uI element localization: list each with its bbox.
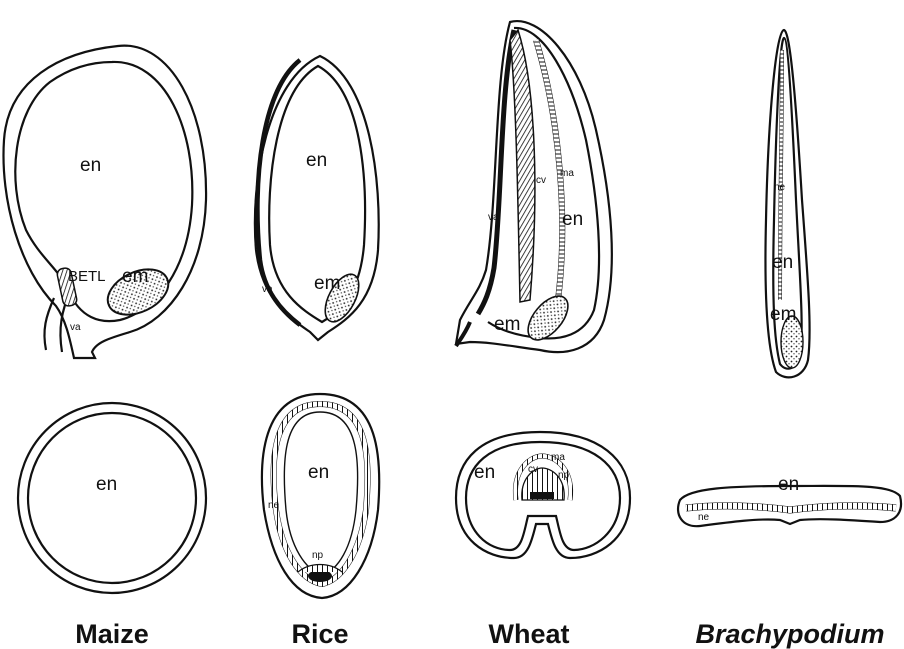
rice-cross-np-label: np	[312, 550, 324, 561]
wheat-cross-section: en cv ma np	[456, 432, 630, 558]
wheat-cv-label: cv	[536, 175, 546, 186]
rice-long-en-label: en	[306, 150, 327, 171]
brachy-em-label: em	[770, 304, 796, 325]
brachypodium-longitudinal-section: ne en em	[765, 30, 809, 377]
rice-longitudinal-section: en em va	[255, 56, 379, 340]
brachy-cross-en-label: en	[778, 474, 799, 495]
species-title-wheat: Wheat	[489, 619, 570, 649]
species-title-maize: Maize	[75, 619, 149, 649]
brachy-ne-label: ne	[774, 182, 786, 193]
wheat-cross-cv-label: cv	[528, 464, 538, 475]
wheat-longitudinal-section: cv ma en va em	[456, 21, 612, 352]
wheat-long-en-label: en	[562, 209, 583, 230]
maize-longitudinal-section: en BETL em va	[3, 46, 206, 358]
rice-cross-section: en ne np	[262, 394, 379, 598]
species-title-brachypodium: Brachypodium	[695, 619, 884, 649]
wheat-cross-en-label: en	[474, 462, 495, 483]
brachypodium-cross-section: en ne	[678, 474, 901, 526]
maize-va-label: va	[70, 322, 81, 333]
wheat-va-label: va	[488, 212, 499, 223]
rice-em-label: em	[314, 273, 340, 294]
maize-cross-en-label: en	[96, 474, 117, 495]
maize-cross-section: en	[18, 403, 206, 593]
maize-em-label: em	[122, 266, 148, 287]
species-title-rice: Rice	[291, 619, 348, 649]
wheat-cross-ma-label: ma	[551, 452, 565, 463]
wheat-cross-np-label: np	[558, 470, 570, 481]
brachy-cross-ne-label: ne	[698, 512, 710, 523]
wheat-ma-label: ma	[560, 168, 574, 179]
rice-cross-ne-label: ne	[268, 500, 280, 511]
wheat-em-label: em	[494, 314, 520, 335]
brachy-en-label: en	[772, 252, 793, 273]
maize-betl-label: BETL	[68, 268, 106, 285]
rice-va-label: va	[262, 284, 273, 295]
rice-cross-en-label: en	[308, 462, 329, 483]
maize-long-en-label: en	[80, 155, 101, 176]
